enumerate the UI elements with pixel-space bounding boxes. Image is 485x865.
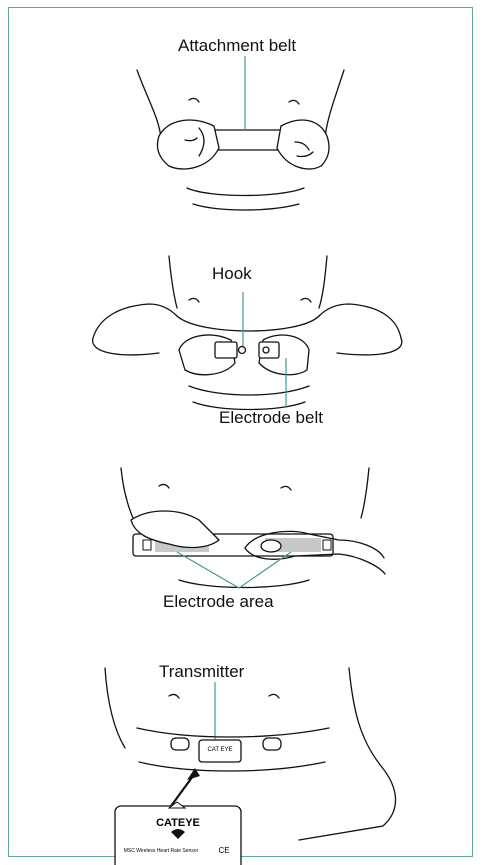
torso-with-transmitter-drawing: CAT EYE CATEYE MSC Wireless Heart Rate S…	[9, 648, 474, 858]
torso-with-electrode-area-drawing	[9, 448, 474, 648]
hook	[239, 347, 246, 354]
small-brand-text: CAT EYE	[207, 747, 232, 753]
panel-transmitter: Transmitter CAT EYE CATEYE	[9, 648, 472, 858]
transmitter-device: CATEYE MSC Wireless Heart Rate Sensor CE	[115, 802, 241, 865]
torso-with-hook-and-electrode-belt-drawing	[9, 218, 474, 448]
device-brand: CATEYE	[156, 817, 200, 829]
torso-with-attachment-belt-drawing	[9, 8, 474, 218]
ce-mark: CE	[218, 846, 229, 855]
panel-hook-electrode-belt: Hook Electrode belt	[9, 218, 472, 448]
panel-attachment-belt: Attachment belt	[9, 8, 472, 218]
device-description: MSC Wireless Heart Rate Sensor	[124, 848, 199, 854]
panel-electrode-area: Electrode area	[9, 448, 472, 648]
illustration-frame: Attachment belt Hook Electrode belt	[8, 7, 473, 857]
